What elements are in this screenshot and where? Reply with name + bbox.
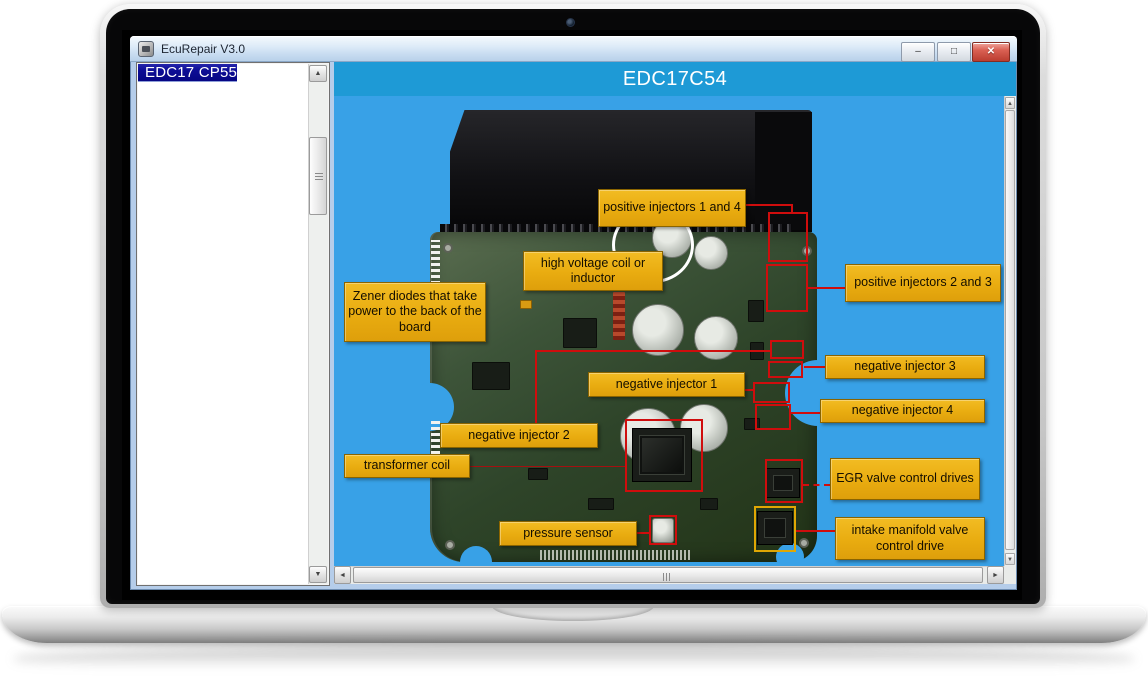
annotation-label-egr-valve: EGR valve control drives xyxy=(830,458,980,500)
highlight-box-negative-injector-3-b xyxy=(768,361,803,378)
leader-line xyxy=(535,350,537,424)
pcb-edge-notch xyxy=(776,543,804,566)
scroll-down-icon[interactable]: ▼ xyxy=(1005,553,1015,565)
annotation-text: intake manifold valve control drive xyxy=(851,523,969,553)
edge-pins xyxy=(431,240,440,284)
highlight-box-negative-injector-1 xyxy=(753,382,790,403)
edge-pins xyxy=(540,550,690,560)
thumb-grip xyxy=(315,171,323,180)
laptop-reflection xyxy=(14,646,1134,672)
smd-chip xyxy=(528,468,548,480)
ecu-photo: positive injectors 1 and 4 high voltage … xyxy=(334,96,1004,566)
main-horizontal-scrollbar[interactable]: ◄ ► xyxy=(334,566,1004,584)
pressure-sensor-chip xyxy=(652,518,674,543)
leader-line xyxy=(535,350,770,352)
smd-chip xyxy=(563,318,597,348)
capacitor xyxy=(694,316,738,360)
leader-line xyxy=(808,287,845,289)
smd-chip xyxy=(588,498,614,510)
leader-line xyxy=(745,389,753,391)
annotation-text: positive injectors 1 and 4 xyxy=(603,200,741,215)
highlight-box-transformer-coil xyxy=(625,419,703,492)
leader-line xyxy=(746,204,793,206)
leader-line xyxy=(796,530,835,532)
annotation-label-pressure-sensor: pressure sensor xyxy=(499,521,637,546)
highlight-box-positive-injectors-1-4 xyxy=(768,212,808,262)
leader-line xyxy=(470,466,625,467)
main-vertical-scrollbar[interactable]: ▲ ▼ xyxy=(1004,96,1016,566)
scroll-up-icon[interactable]: ▲ xyxy=(1005,97,1015,109)
annotation-text: high voltage coil or inductor xyxy=(540,255,646,285)
sidebar-scrollbar[interactable]: ▲ ▼ xyxy=(308,64,328,584)
screw-hole xyxy=(799,538,809,548)
minimize-button[interactable]: – xyxy=(901,42,935,62)
webcam-icon xyxy=(566,18,575,27)
annotation-label-negative-injector-2: negative injector 2 xyxy=(440,423,598,448)
annotation-text: negative injector 3 xyxy=(854,359,956,374)
highlight-box-negative-injector-4 xyxy=(755,404,791,430)
annotation-text: positive injectors 2 and 3 xyxy=(854,275,992,290)
annotation-text: EGR valve control drives xyxy=(836,471,974,486)
annotation-label-negative-injector-1: negative injector 1 xyxy=(588,372,745,397)
maximize-button[interactable]: □ xyxy=(937,42,971,62)
main-hscroll-thumb[interactable] xyxy=(353,567,983,583)
scroll-down-icon[interactable]: ▼ xyxy=(309,566,327,583)
scroll-up-icon[interactable]: ▲ xyxy=(309,65,327,82)
annotation-label-transformer-coil: transformer coil xyxy=(344,454,470,478)
annotation-label-intake-manifold: intake manifold valve control drive xyxy=(835,517,985,560)
leader-line xyxy=(804,366,825,368)
highlight-box-egr-valve xyxy=(765,459,803,503)
egr-driver-chip xyxy=(766,468,800,498)
scrollbar-corner xyxy=(1004,566,1016,584)
sidebar-scroll-thumb[interactable] xyxy=(309,137,327,215)
leader-line xyxy=(791,412,820,414)
annotation-label-high-voltage-coil: high voltage coil or inductor xyxy=(523,251,663,291)
close-button[interactable]: ✕ xyxy=(972,42,1010,62)
annotation-text: negative injector 2 xyxy=(468,427,570,442)
window-title: EcuRepair V3.0 xyxy=(161,42,246,56)
annotation-label-negative-injector-4: negative injector 4 xyxy=(820,399,985,423)
transformer-chip xyxy=(632,428,692,482)
smd-chip xyxy=(472,362,510,390)
ecu-list: EDC17C43EDC17C54EDC17C66EDC17C81EDC17CP0… xyxy=(138,64,310,584)
screw-hole xyxy=(443,243,453,253)
smd-chip xyxy=(700,498,718,510)
capacitor xyxy=(632,304,684,356)
highlight-box-pressure-sensor xyxy=(649,515,677,545)
annotation-text: transformer coil xyxy=(363,458,451,473)
highlight-box-positive-injectors-2-3 xyxy=(766,264,808,312)
edge-pins xyxy=(431,418,440,466)
annotation-text: Zener diodes that take power to the back… xyxy=(348,289,482,334)
ecu-listbox: EDC17C43EDC17C54EDC17C66EDC17C81EDC17CP0… xyxy=(136,62,330,586)
highlight-box-negative-injector-3-a xyxy=(770,340,804,359)
smd-chip xyxy=(748,300,764,322)
annotation-text: negative injector 4 xyxy=(851,403,954,418)
annotation-label-negative-injector-3: negative injector 3 xyxy=(825,355,985,379)
intake-driver-chip xyxy=(757,511,793,545)
leader-line xyxy=(637,532,649,534)
screw-hole xyxy=(445,540,455,550)
scroll-left-icon[interactable]: ◄ xyxy=(334,566,351,584)
list-item-edc17-cp55[interactable]: EDC17 CP55 xyxy=(138,64,238,82)
app-icon xyxy=(138,41,154,57)
page-title: EDC17C54 xyxy=(334,62,1016,96)
pin-header xyxy=(613,292,625,340)
leader-line xyxy=(791,204,793,214)
main-vscroll-thumb[interactable] xyxy=(1005,110,1015,550)
pcb-edge-notch xyxy=(460,546,492,566)
annotation-label-positive-injectors-2-3: positive injectors 2 and 3 xyxy=(845,264,1001,302)
annotation-label-zener-diodes: Zener diodes that take power to the back… xyxy=(344,282,486,342)
highlight-box-intake-manifold xyxy=(754,506,796,552)
annotation-text: pressure sensor xyxy=(523,525,613,540)
smd-component xyxy=(520,300,532,309)
laptop-hinge-notch xyxy=(492,606,654,621)
capacitor xyxy=(694,236,728,270)
leader-line-dashed xyxy=(803,484,830,486)
window-titlebar[interactable] xyxy=(130,36,1017,62)
annotation-text: negative injector 1 xyxy=(615,376,718,391)
scroll-right-icon[interactable]: ► xyxy=(987,566,1004,584)
thumb-grip xyxy=(663,573,672,581)
annotation-label-positive-injectors-1-4: positive injectors 1 and 4 xyxy=(598,189,746,227)
ecu-connector-end xyxy=(755,112,812,230)
